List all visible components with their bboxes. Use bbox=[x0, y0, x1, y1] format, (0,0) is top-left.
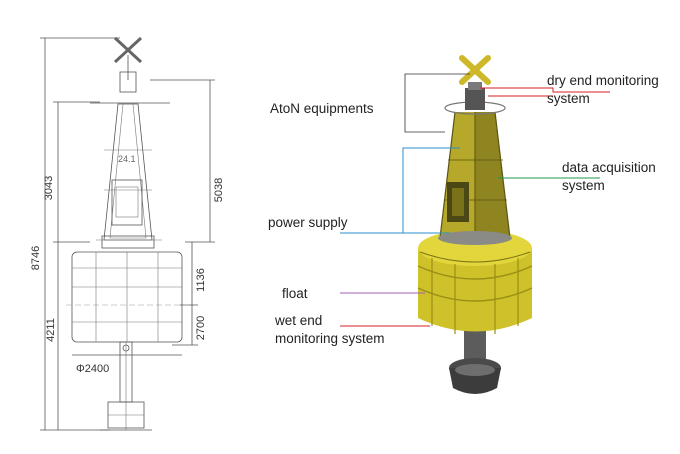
callout-dry-end-monitoring-line2: system bbox=[547, 91, 590, 106]
callout-power-supply: power supply bbox=[268, 215, 348, 230]
dimension-label: 8746 bbox=[30, 246, 42, 270]
dimension-label: 5038 bbox=[213, 178, 225, 202]
callout-dry-end-monitoring: dry end monitoring bbox=[547, 73, 659, 88]
callout-float: float bbox=[282, 286, 308, 301]
dimension-label: 2700 bbox=[195, 316, 207, 340]
dimension-label: 3043 bbox=[43, 176, 55, 200]
dimension-label: 4211 bbox=[45, 318, 57, 342]
dimension-label: 1136 bbox=[195, 268, 207, 292]
callout-leaders bbox=[340, 73, 610, 327]
svg-text:24.1: 24.1 bbox=[118, 154, 136, 164]
callout-wet-end: wet end bbox=[274, 313, 322, 328]
callout-wet-end-line2: monitoring system bbox=[275, 331, 385, 346]
callout-data-acquisition-line2: system bbox=[562, 178, 605, 193]
dimension-label: Φ2400 bbox=[76, 363, 109, 375]
callout-data-acquisition: data acquisition bbox=[562, 160, 656, 175]
callout-aton-equipments: AtoN equipments bbox=[270, 101, 374, 116]
buoy-illustration bbox=[417, 55, 533, 394]
technical-drawing: 24.1 8746 3043 5038 1136 4211 2700 Φ2400 bbox=[30, 36, 225, 431]
